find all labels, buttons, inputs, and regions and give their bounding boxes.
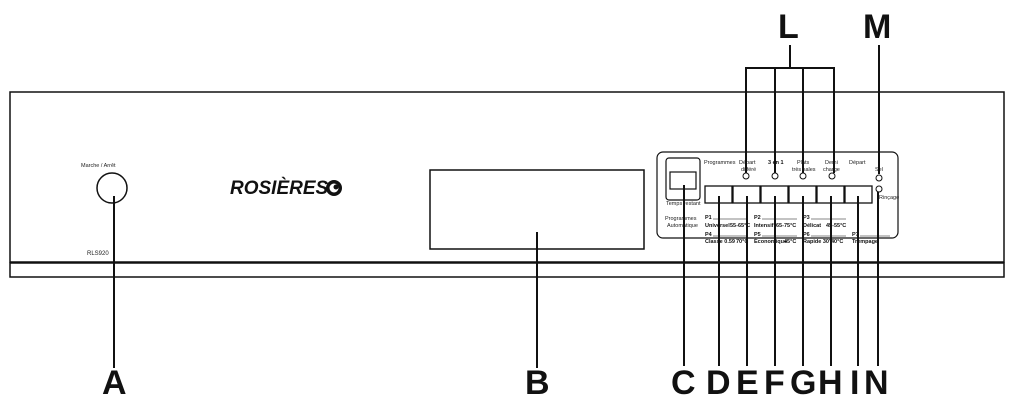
callout-d: D (706, 364, 731, 401)
p3-temp: 45-55°C (826, 223, 846, 229)
power-label: Marche / Arrêt (81, 163, 116, 169)
p2-name: Intensif (754, 223, 774, 229)
depart-label: Départ (849, 160, 866, 166)
callout-i: I (850, 364, 859, 401)
rincage-label: Rinçage (879, 195, 899, 201)
p1-name: Universel (705, 223, 730, 229)
power-button[interactable] (96, 172, 128, 204)
p6-temp: 40°C (831, 239, 843, 245)
p5-temp: 45°C (784, 239, 796, 245)
depart-differe-label-1: Départ (739, 160, 756, 166)
p1-temp: 55-65°C (730, 223, 750, 229)
model-label: RLS920 (87, 251, 109, 257)
led-sel (875, 174, 883, 182)
p3-name: Délicat (803, 223, 821, 229)
callout-n: N (864, 364, 889, 401)
callout-c: C (671, 364, 696, 401)
demi-label-1: Demi (825, 160, 838, 166)
callout-e: E (736, 364, 759, 401)
p4-code: P4 (705, 232, 713, 238)
display-window (429, 169, 645, 250)
depart-differe-label-2: différé (741, 167, 756, 173)
led-rincage (875, 185, 883, 193)
brand-logo-icon (326, 180, 342, 196)
callout-h: H (818, 364, 843, 401)
p3-code: P3 (803, 215, 810, 221)
leader-lines (113, 45, 880, 368)
led-plats-tres-sales (799, 172, 807, 180)
programmes-label: Programmes (704, 160, 736, 166)
p2-temp: 65-75°C (776, 223, 796, 229)
callout-g: G (790, 364, 816, 401)
p5-name: Économique (754, 237, 787, 245)
p5-code: P5 (754, 232, 761, 238)
callout-l: L (778, 8, 799, 46)
prog-auto-label-1: Programmes (665, 216, 697, 222)
callout-a: A (102, 364, 127, 401)
prog-auto-label-2: Automatique (667, 223, 698, 229)
led-3-en-1 (771, 172, 779, 180)
callout-b: B (525, 364, 550, 401)
callout-m: M (863, 8, 891, 46)
p7-name: Trempage (852, 239, 878, 245)
brand-logo-text: ROSIÈRES (230, 177, 329, 199)
p1-code: P1 (705, 215, 712, 221)
p7-code: P7 (852, 232, 859, 238)
led-demi-charge (828, 172, 836, 180)
p4-temp: 70°C (736, 239, 748, 245)
p6-name: Rapide 30' (803, 239, 831, 245)
led-depart-differe (742, 172, 750, 180)
demi-label-2: charge (823, 167, 840, 173)
p2-code: P2 (754, 215, 761, 221)
panel-base-strip (9, 262, 1005, 278)
callout-f: F (764, 364, 785, 401)
p6-code: P6 (803, 232, 810, 238)
